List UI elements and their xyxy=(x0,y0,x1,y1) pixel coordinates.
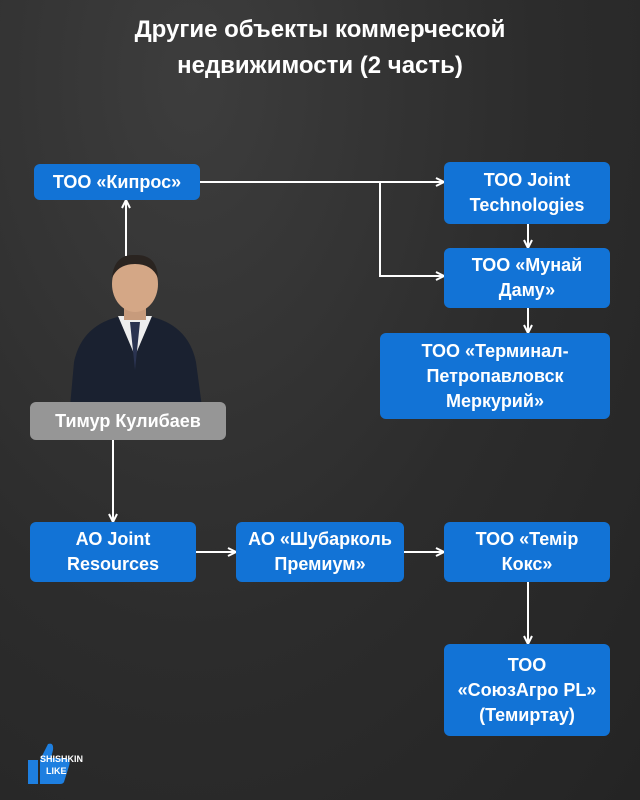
node-shubarkol-line-1: АО «Шубарколь xyxy=(248,529,392,549)
title-line-1: Другие объекты коммерческой xyxy=(134,16,506,43)
node-terminal-line-2: Петропавловск xyxy=(426,365,564,386)
node-joint-res-line-2: Resources xyxy=(66,554,160,574)
person-name-label: Тимур Кулибаев xyxy=(30,402,226,440)
node-kipros: ТОО «Кипрос» xyxy=(34,164,200,200)
node-temir-line-2: Кокс» xyxy=(501,554,553,574)
node-terminal-line-3: Меркурий» xyxy=(446,390,544,411)
node-joint-resources: АО Joint Resources xyxy=(30,522,196,582)
person-photo xyxy=(70,254,202,407)
page-title: Другие объекты коммерческой недвижимости… xyxy=(0,12,640,84)
node-terminal-petropavlovsk: ТОО «Терминал- Петропавловск Меркурий» xyxy=(380,333,610,419)
node-joint-tech-line-2: Technologies xyxy=(469,195,585,215)
node-shubarkol-premium: АО «Шубарколь Премиум» xyxy=(236,522,404,582)
node-joint-technologies: ТОО Joint Technologies xyxy=(444,162,610,224)
logo-text-line-1: SHISHKIN xyxy=(40,754,84,764)
node-kipros-text: ТОО «Кипрос» xyxy=(52,171,182,192)
node-soyuzagro-line-3: (Темиртау) xyxy=(479,704,575,725)
node-terminal-line-1: ТОО «Терминал- xyxy=(421,340,569,361)
node-munai-line-1: ТОО «Мунай xyxy=(471,255,583,275)
thumbs-up-logo-icon xyxy=(28,743,70,784)
arrow-kipros-to-munai xyxy=(379,182,444,276)
node-temir-line-1: ТОО «Темір xyxy=(475,529,579,549)
node-joint-res-line-1: АО Joint xyxy=(75,529,151,549)
node-soyuzagro: ТОО «СоюзАгро PL» (Темиртау) xyxy=(444,644,610,736)
node-munai-line-2: Даму» xyxy=(498,280,556,300)
node-soyuzagro-line-2: «СоюзАгро PL» xyxy=(457,679,597,700)
node-temir-koks: ТОО «Темір Кокс» xyxy=(444,522,610,582)
node-soyuzagro-line-1: ТОО xyxy=(507,654,547,675)
title-line-2: недвижимости (2 часть) xyxy=(177,52,463,79)
node-joint-tech-line-1: ТОО Joint xyxy=(483,170,571,190)
node-shubarkol-line-2: Премиум» xyxy=(274,554,366,574)
logo-text-line-2: LIKE xyxy=(46,766,67,776)
node-munai-damu: ТОО «Мунай Даму» xyxy=(444,248,610,308)
